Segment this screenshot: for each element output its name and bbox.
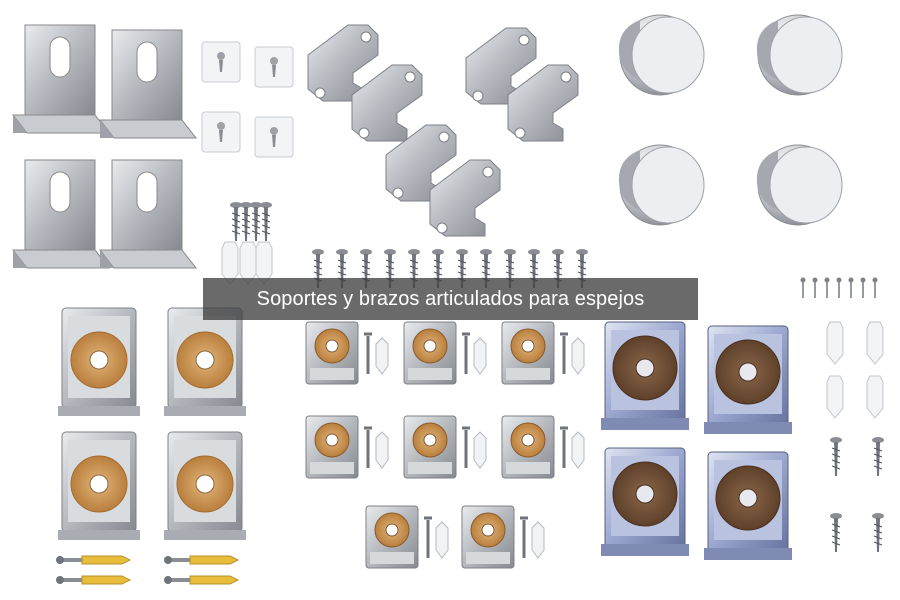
adhesive-hook-plates	[201, 41, 294, 285]
caption-text: Soportes y brazos articulados para espej…	[256, 287, 645, 310]
chrome-clips-with-cork	[55, 307, 247, 585]
interlocking-z-clips	[307, 24, 579, 237]
small-nails	[799, 276, 879, 299]
round-chrome-clamps	[618, 14, 843, 226]
j-hook-brackets	[12, 24, 197, 269]
blue-chrome-clips-with-felt	[600, 321, 793, 561]
screws-and-plugs	[826, 321, 885, 553]
small-clips-with-screws	[304, 320, 586, 570]
caption-banner: Soportes y brazos articulados para espej…	[203, 278, 698, 320]
